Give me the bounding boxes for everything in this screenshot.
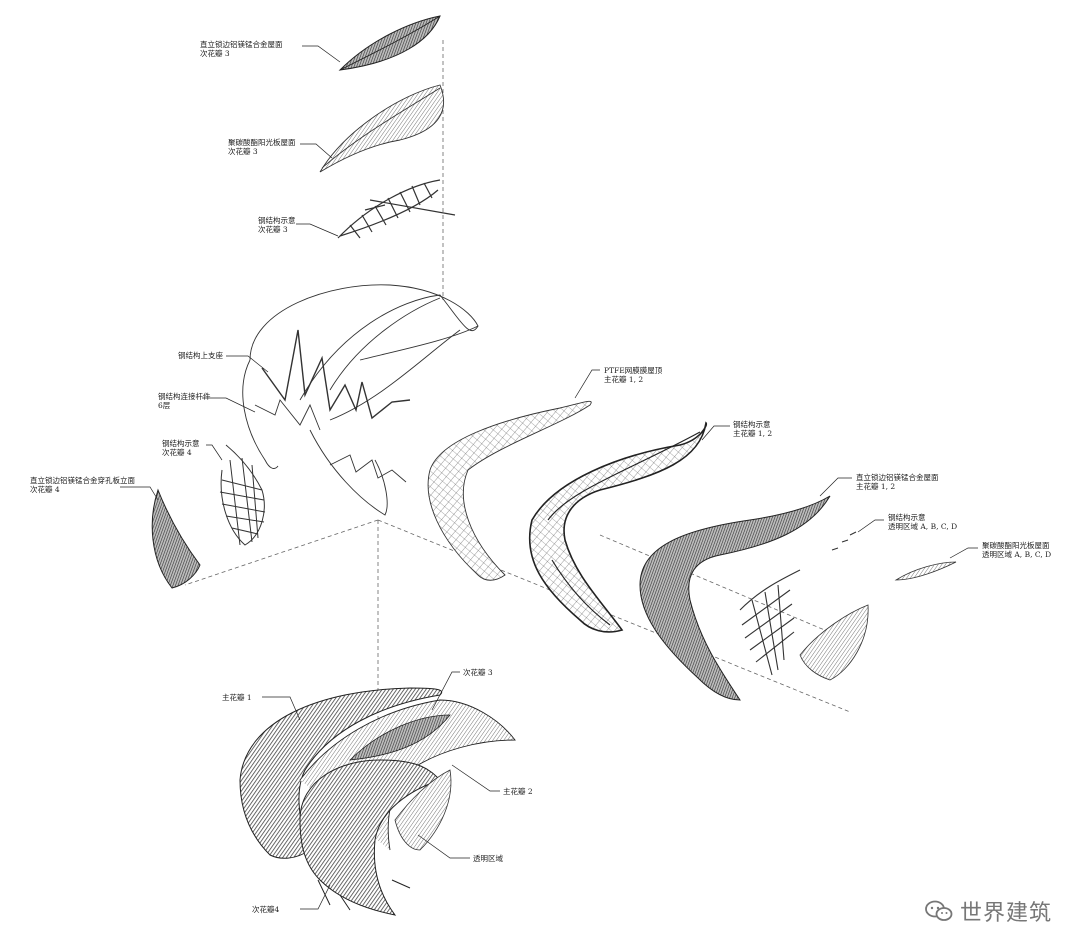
label-line: 主花瓣 1, 2 [733, 429, 773, 438]
main-petal-metal-roof [639, 495, 831, 701]
central-structure [242, 284, 479, 516]
label-line: 次花瓣 4 [162, 448, 192, 457]
label-secondary-petal-3: 次花瓣 3 [463, 668, 493, 677]
petal4-steel [219, 444, 266, 546]
label-line: 透明区域 A, B, C, D [888, 522, 958, 531]
label-line: 钢结构连接杆件 [158, 392, 211, 401]
label-line: 次花瓣 3 [228, 147, 258, 156]
ptfe-membrane [427, 400, 592, 581]
label-line: 6层 [158, 401, 171, 410]
label-ptfe: PTFE网膜膜屋顶 主花瓣 1, 2 [604, 366, 662, 384]
label-main-petal-1: 主花瓣 1 [222, 693, 252, 702]
label-line: 次花瓣 4 [30, 485, 60, 494]
label-main-steel: 钢结构示意 主花瓣 1, 2 [733, 420, 772, 438]
label-petal3-polycarbonate: 聚碳酸酯阳光板屋面 次花瓣 3 [228, 138, 296, 156]
assembled-building [239, 687, 516, 916]
transparent-area-polycarbonate [799, 561, 957, 681]
petal3-metal-roof [338, 15, 441, 71]
label-petal3-metal-roof: 直立锁边铝镁锰合金屋面 次花瓣 3 [200, 40, 283, 58]
label-line: 主花瓣 1, 2 [604, 375, 644, 384]
label-line: 钢结构上支座 [178, 351, 223, 360]
label-line: 钢结构示意 [888, 513, 926, 522]
label-line: 聚碳酸酯阳光板屋面 [228, 138, 296, 147]
label-line: 直立锁边铝镁锰合金屋面 [856, 473, 939, 482]
petal3-steel [337, 179, 456, 239]
label-transparent-area: 透明区域 [473, 854, 503, 863]
label-petal3-steel: 钢结构示意 次花瓣 3 [258, 216, 296, 234]
wechat-icon [925, 900, 953, 921]
label-main-metal-roof: 直立锁边铝镁锰合金屋面 主花瓣 1, 2 [856, 473, 939, 491]
label-line: 次花瓣 3 [258, 225, 288, 234]
label-line: 直立锁边铝镁锰合金屋面 [200, 40, 283, 49]
petal4-perforated-facade [151, 488, 201, 589]
label-line: 钢结构示意 [258, 216, 296, 225]
label-line: 透明区域 A, B, C, D [982, 550, 1052, 559]
label-steel-upper-support: 钢结构上支座 [178, 351, 223, 360]
label-line: 聚碳酸酯阳光板屋面 [982, 541, 1050, 550]
label-transparent-steel: 钢结构示意 透明区域 A, B, C, D [888, 513, 957, 531]
label-secondary-petal-4: 次花瓣4 [252, 905, 280, 914]
watermark: 世界建筑 [924, 895, 1052, 927]
label-main-petal-2: 主花瓣 2 [503, 787, 533, 796]
label-line: 直立锁边铝镁锰合金穿孔板立面 [30, 476, 135, 485]
label-steel-connectors: 钢结构连接杆件 6层 [158, 392, 211, 410]
label-line: PTFE网膜膜屋顶 [604, 366, 663, 375]
label-line: 主花瓣 1, 2 [856, 482, 896, 491]
label-petal4-steel: 钢结构示意 次花瓣 4 [162, 439, 200, 457]
petal3-polycarbonate [319, 84, 444, 173]
label-line: 次花瓣 3 [200, 49, 230, 58]
label-line: 钢结构示意 [162, 439, 200, 448]
main-petal-steel-truss [528, 421, 708, 633]
watermark-text: 世界建筑 [959, 901, 1052, 926]
label-line: 钢结构示意 [733, 420, 771, 429]
label-petal4-facade: 直立锁边铝镁锰合金穿孔板立面 次花瓣 4 [30, 476, 135, 494]
leader-lines [120, 45, 978, 910]
label-transparent-polycarbonate: 聚碳酸酯阳光板屋面 透明区域 A, B, C, D [982, 541, 1051, 559]
transparent-area-steel [739, 531, 857, 676]
